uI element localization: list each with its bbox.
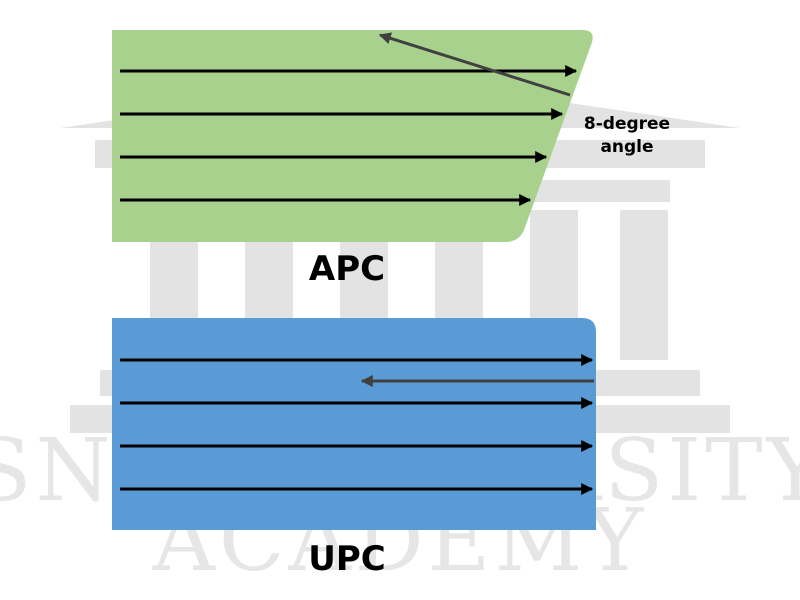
apc-angle-annotation-line-2: angle	[600, 137, 653, 157]
apc-angle-annotation-line-1: 8-degree	[584, 114, 670, 134]
apc-ferrule-shape	[112, 30, 593, 242]
apc-connector: 8-degree angle	[112, 30, 670, 242]
apc-reflection-arrow	[378, 32, 571, 97]
apc-label: APC	[309, 249, 385, 289]
upc-connector	[112, 318, 596, 530]
upc-label: UPC	[308, 539, 385, 579]
upc-ferrule-shape	[112, 318, 596, 530]
